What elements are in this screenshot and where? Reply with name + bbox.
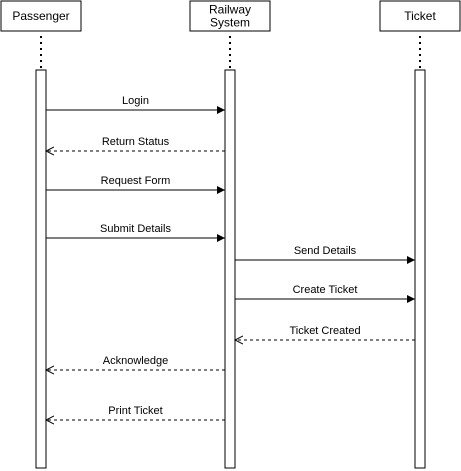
message-label: Submit Details <box>100 223 171 235</box>
message-label: Request Form <box>101 175 171 187</box>
activation-bar <box>35 69 47 469</box>
message-label: Acknowledge <box>103 355 168 367</box>
message-1: Login <box>46 95 225 114</box>
participant-box <box>189 0 271 32</box>
message-label: Ticket Created <box>289 325 360 337</box>
message-8: Acknowledge <box>46 355 225 370</box>
message-2: Return Status <box>46 136 225 151</box>
participant-box <box>0 0 82 32</box>
message-6: Create Ticket <box>235 284 415 303</box>
message-label: Print Ticket <box>108 405 162 417</box>
message-label: Send Details <box>294 245 357 257</box>
message-4: Submit Details <box>46 223 225 242</box>
message-9: Print Ticket <box>46 405 225 420</box>
message-label: Login <box>122 95 149 107</box>
participant-ticket: Ticket <box>379 0 461 469</box>
participant-box <box>379 0 461 32</box>
message-3: Request Form <box>46 175 225 194</box>
participant-label: Passenger <box>12 9 69 23</box>
activation-bar <box>414 69 426 469</box>
message-7: Ticket Created <box>235 325 415 340</box>
participant-label: Ticket <box>404 9 436 23</box>
message-label: Return Status <box>102 136 170 148</box>
message-5: Send Details <box>235 245 415 264</box>
participant-passenger: Passenger <box>0 0 82 469</box>
activation-bar <box>224 69 236 469</box>
message-label: Create Ticket <box>293 284 358 296</box>
